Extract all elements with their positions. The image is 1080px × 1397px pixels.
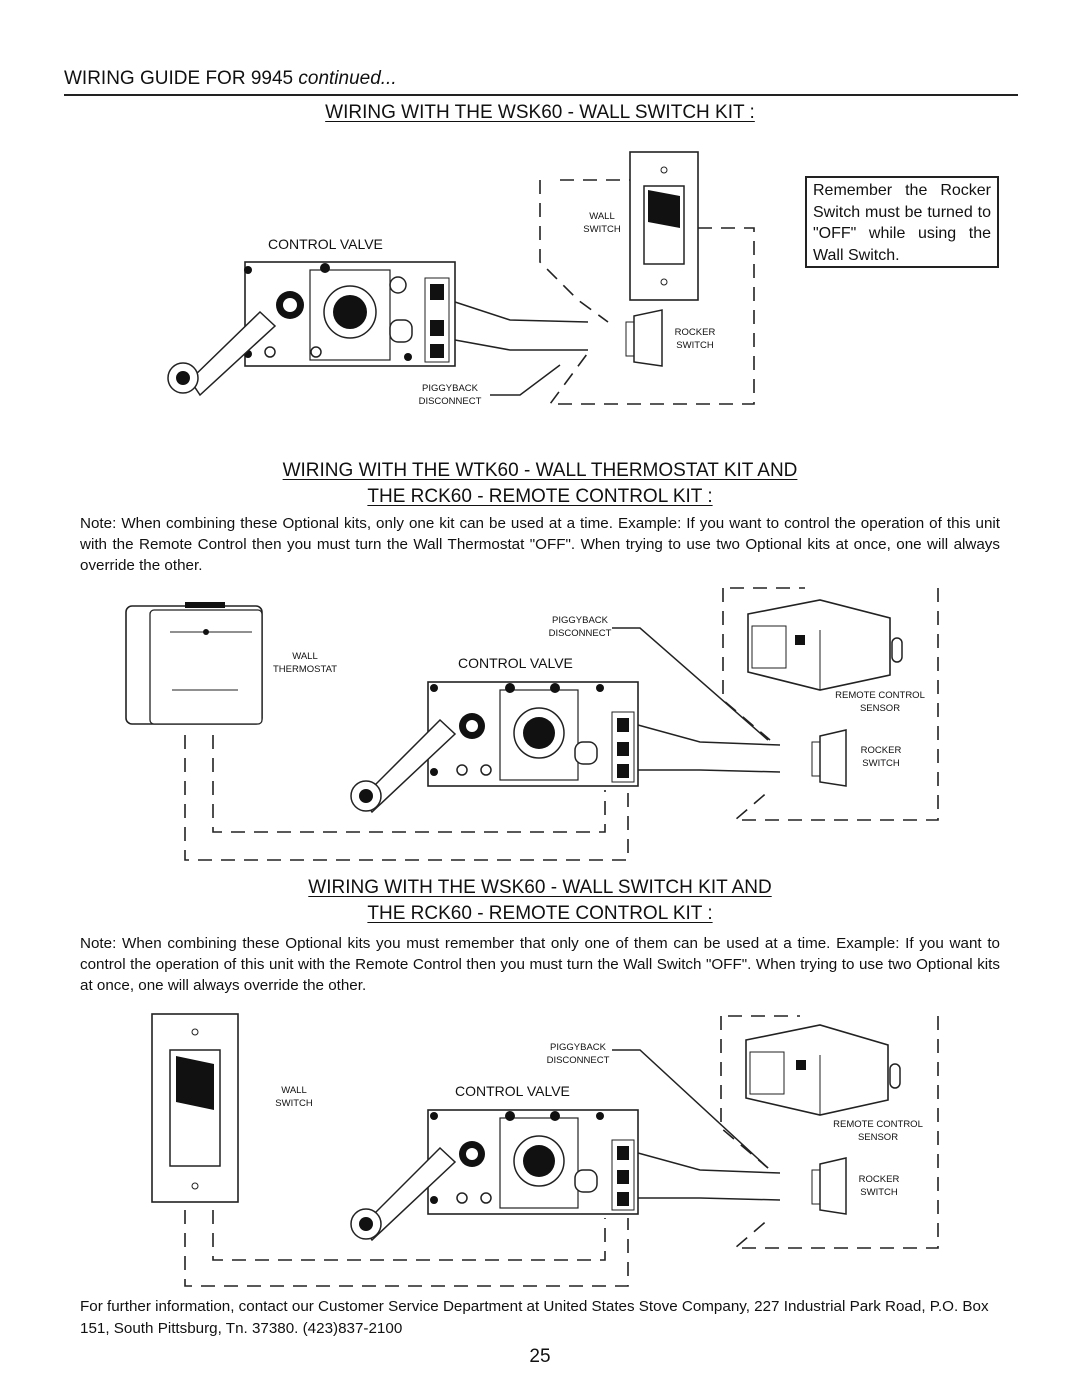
header-title: WIRING GUIDE FOR 9945 bbox=[64, 68, 299, 89]
control-valve-label-2: CONTROL VALVE bbox=[458, 655, 573, 671]
section2-title-line2: THE RCK60 - REMOTE CONTROL KIT : bbox=[367, 486, 713, 507]
page-header: WIRING GUIDE FOR 9945 continued... bbox=[64, 68, 1018, 96]
section2-title-line1: WIRING WITH THE WTK60 - WALL THERMOSTAT … bbox=[282, 460, 798, 481]
control-valve-1 bbox=[167, 261, 456, 397]
rocker-switch-2 bbox=[811, 729, 847, 787]
control-valve-label-3: CONTROL VALVE bbox=[455, 1083, 570, 1099]
control-valve-label-1: CONTROL VALVE bbox=[268, 236, 383, 252]
wall-thermostat bbox=[125, 602, 263, 725]
section1-title: WIRING WITH THE WSK60 - WALL SWITCH KIT … bbox=[325, 102, 755, 123]
section3-note: Note: When combining these Optional kits… bbox=[80, 935, 1000, 994]
section3-title-line1: WIRING WITH THE WSK60 - WALL SWITCH KIT … bbox=[308, 877, 772, 898]
header-continued: continued... bbox=[298, 68, 397, 89]
remote-sensor-3 bbox=[745, 1024, 901, 1116]
wall-switch-3 bbox=[151, 1013, 239, 1203]
page-number: 25 bbox=[529, 1346, 551, 1367]
footer-contact: For further information, contact our Cus… bbox=[80, 1298, 989, 1337]
reminder-box: Remember the Rocker Switch must be turne… bbox=[805, 176, 999, 268]
rocker-switch-3 bbox=[811, 1157, 847, 1215]
section3-title-line2: THE RCK60 - REMOTE CONTROL KIT : bbox=[367, 903, 713, 924]
control-valve-3 bbox=[350, 1109, 639, 1242]
section2-note: Note: When combining these Optional kits… bbox=[80, 515, 1000, 574]
control-valve-2 bbox=[350, 681, 639, 814]
wall-switch-1 bbox=[629, 151, 699, 301]
rocker-switch-1 bbox=[625, 309, 663, 367]
remote-sensor-2 bbox=[747, 599, 903, 691]
